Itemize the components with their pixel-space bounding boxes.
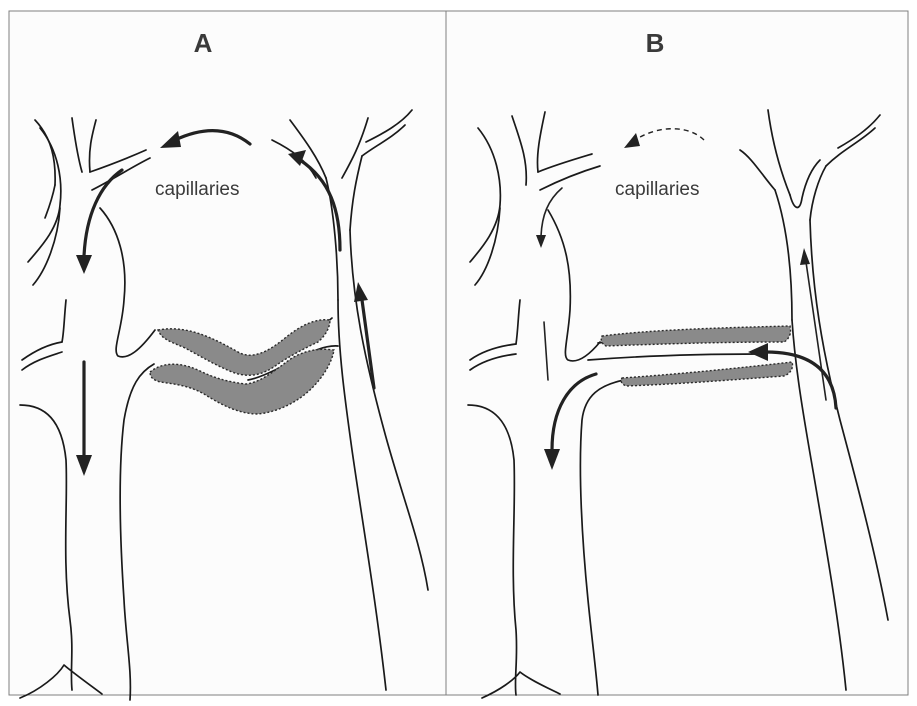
- panel-a-label: A: [194, 28, 213, 58]
- panel-b: B: [446, 11, 908, 698]
- panel-b-frame: [446, 11, 908, 695]
- panel-b-capillaries-label: capillaries: [615, 179, 699, 200]
- panel-b-label: B: [646, 28, 665, 58]
- panel-a-capillaries-label: capillaries: [155, 179, 239, 200]
- panel-a: A: [9, 11, 446, 700]
